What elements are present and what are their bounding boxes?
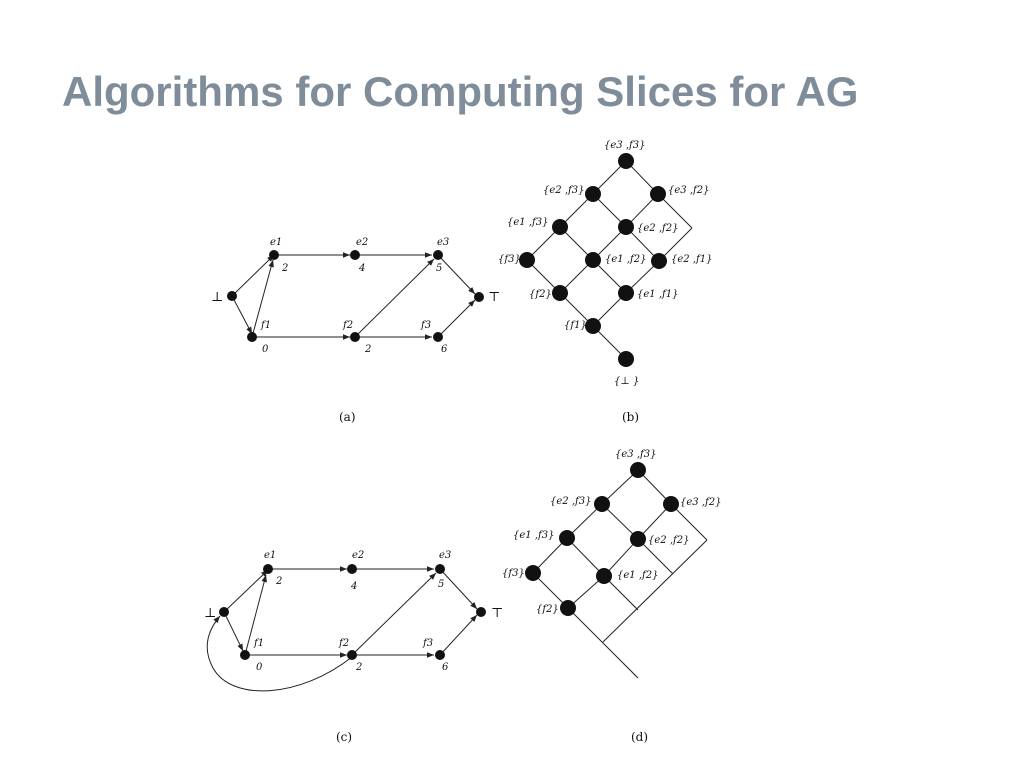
panel-a: ⊥ ⊤ e1 e2 e3 f1 f2 f3 2 4 5 0 2 6 (a) [211, 237, 500, 424]
state-label-e3f3: {e3 ,f3} [604, 140, 645, 151]
top-label: ⊤ [491, 606, 503, 621]
value-e1: 2 [281, 263, 288, 274]
node-top [474, 292, 484, 302]
label-e2: e2 [356, 237, 368, 248]
state-label-e1f2: {e1 ,f2} [605, 254, 646, 265]
state-e1f1 [618, 285, 634, 301]
value-f2: 2 [355, 662, 362, 673]
label-f1: f1 [253, 638, 264, 649]
state-e1f3 [559, 530, 575, 546]
state-f2 [552, 285, 568, 301]
node-f2 [347, 650, 357, 660]
state-f1 [585, 318, 601, 334]
node-f1 [247, 332, 257, 342]
label-f3: f3 [422, 638, 433, 649]
state-f2 [560, 600, 576, 616]
node-e2 [347, 564, 357, 574]
state-label-f2: {f2} [529, 289, 552, 300]
value-e3: 5 [436, 263, 442, 274]
state-e2f2 [618, 219, 634, 235]
caption-a: (a) [339, 410, 356, 424]
node-e1 [263, 564, 273, 574]
state-label-e3f2: {e3 ,f2} [680, 497, 721, 508]
node-bottom [219, 607, 229, 617]
state-label-e2f1: {e2 ,f1} [671, 254, 712, 265]
label-f1: f1 [260, 320, 271, 331]
slide-title: Algorithms for Computing Slices for AG [62, 68, 859, 115]
state-e1f2 [585, 252, 601, 268]
node-f2 [350, 332, 360, 342]
caption-b: (b) [622, 410, 639, 424]
value-f3: 6 [442, 662, 449, 673]
state-label-e1f2: {e1 ,f2} [617, 570, 658, 581]
top-label: ⊤ [488, 290, 500, 305]
state-e2f3 [585, 186, 601, 202]
label-f2: f2 [342, 320, 353, 331]
label-e2: e2 [352, 550, 364, 561]
value-f2: 2 [364, 344, 371, 355]
bottom-label: ⊥ [211, 290, 223, 305]
node-e1 [269, 250, 279, 260]
node-e3 [435, 564, 445, 574]
value-f1: 0 [256, 662, 263, 673]
label-e1: e1 [264, 550, 276, 561]
label-f2: f2 [338, 638, 349, 649]
state-label-e3f3: {e3 ,f3} [615, 449, 656, 460]
state-bottom [618, 351, 634, 367]
panel-b: {e3 ,f3} {e2 ,f3} {e3 ,f2} {e1 ,f3} {e2 … [498, 140, 712, 424]
caption-d: (d) [631, 730, 648, 744]
panel-c: ⊥ ⊤ e1 e2 e3 f1 f2 f3 2 4 5 0 2 6 (c) [204, 550, 503, 744]
state-label-f3: {f3} [498, 254, 521, 265]
state-e3f2 [663, 496, 679, 512]
value-e1: 2 [275, 576, 282, 587]
state-e3f3 [630, 462, 646, 478]
state-e2f3 [594, 496, 610, 512]
node-e3 [433, 250, 443, 260]
value-f1: 0 [262, 344, 269, 355]
node-top [476, 607, 486, 617]
state-label-e3f2: {e3 ,f2} [668, 185, 709, 196]
node-bottom [227, 291, 237, 301]
state-e2f1 [651, 253, 667, 269]
label-e3: e3 [437, 237, 449, 248]
node-f3 [433, 332, 443, 342]
label-e1: e1 [270, 237, 282, 248]
state-label-e1f1: {e1 ,f1} [637, 289, 678, 300]
state-e3f3 [618, 153, 634, 169]
node-f3 [435, 650, 445, 660]
caption-c: (c) [336, 730, 352, 744]
state-f3 [525, 565, 541, 581]
state-label-f3: {f3} [502, 568, 525, 579]
value-e2: 4 [350, 581, 357, 592]
state-label-e2f3: {e2 ,f3} [550, 496, 591, 507]
node-e2 [350, 250, 360, 260]
state-label-e2f3: {e2 ,f3} [543, 185, 584, 196]
bottom-label: ⊥ [204, 606, 216, 621]
label-e3: e3 [439, 550, 451, 561]
state-label-e2f2: {e2 ,f2} [637, 223, 678, 234]
panel-d: {e3 ,f3} {e2 ,f3} {e3 ,f2} {e1 ,f3} {e2 … [502, 449, 721, 744]
state-label-e2f2: {e2 ,f2} [648, 535, 689, 546]
state-label-bottom: {⊥ } [614, 376, 639, 387]
label-f3: f3 [420, 320, 431, 331]
state-e3f2 [650, 186, 666, 202]
node-f1 [240, 650, 250, 660]
state-label-e1f3: {e1 ,f3} [513, 530, 554, 541]
state-f3 [519, 252, 535, 268]
state-e1f3 [552, 219, 568, 235]
state-label-e1f3: {e1 ,f3} [507, 217, 548, 228]
value-e2: 4 [358, 263, 365, 274]
state-e2f2 [630, 531, 646, 547]
value-e3: 5 [438, 579, 444, 590]
value-f3: 6 [441, 344, 448, 355]
state-label-f1: {f1} [564, 320, 587, 331]
state-label-f2: {f2} [536, 604, 559, 615]
state-e1f2 [596, 568, 612, 584]
